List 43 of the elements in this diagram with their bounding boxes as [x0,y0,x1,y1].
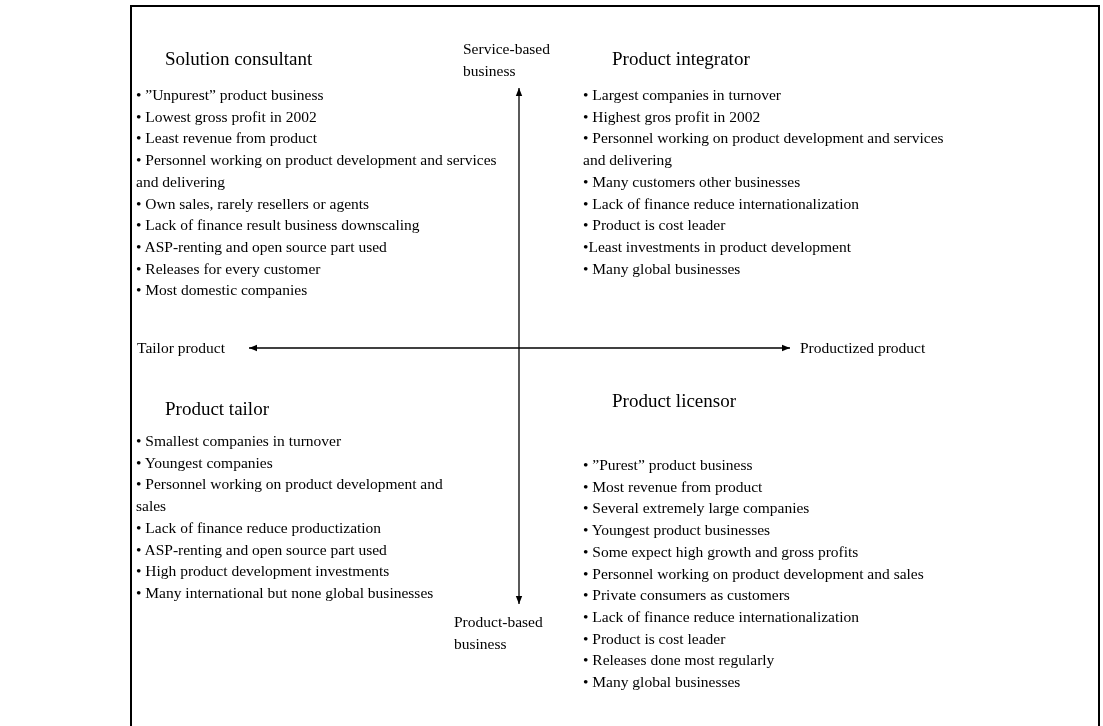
bullet-point: • ASP-renting and open source part used [136,539,388,560]
bullet-point: • Private consumers as customers [583,585,791,606]
bullet-point: • Largest companies in turnover [583,85,782,105]
bullet-point: • ”Unpurest” product business [136,85,325,105]
axis-label: Tailor product [137,338,226,358]
axis-label: Service-based business [463,39,551,81]
bullet-point: • Most revenue from product [583,476,764,497]
bullet-point: • Own sales, rarely resellers or agents [136,193,371,214]
bullet-point: • Most domestic companies [136,280,309,301]
bullet-point: • Many international but none global businesses [136,582,435,603]
bullet-point: • Product is cost leader [583,628,727,649]
bullet-point: • Personnel working on product development and sales [136,474,444,517]
axis-label: Productized product [800,338,927,358]
bullet-point: • Youngest companies [136,452,274,473]
bullet-point: • Many customers other businesses [583,171,802,192]
bullet-point: • Product is cost leader [583,215,727,236]
bullet-point: • Personnel working on product development and services and delivering [583,128,945,171]
bullet-point: • Youngest product businesses [583,520,772,541]
bullet-point: • Lowest gross profit in 2002 [136,106,318,127]
bullet-point: • Many global businesses [583,672,742,693]
quadrant-title: Product integrator [612,47,751,71]
bullet-point: • Lack of finance reduce internationalization [583,193,861,214]
bullet-point: • Lack of finance result business downscaling [136,215,421,236]
bullet-point: •Least investments in product development [583,236,852,257]
bullet-point: • ASP-renting and open source part used [136,236,388,257]
bullet-point: • Releases done most regularly [583,650,776,671]
bullet-point: • ”Purest” product business [583,455,754,475]
bullet-point: • High product development investments [136,561,391,582]
bullet-point: • Highest gros profit in 2002 [583,106,762,127]
quadrant-title: Product tailor [165,397,270,421]
bullet-point: • Personnel working on product development and services and delivering [136,150,498,192]
quadrant-title: Product licensor [612,389,737,413]
bullet-point: • Several extremely large companies [583,498,811,519]
bullet-point: • Least revenue from product [136,128,319,149]
bullet-point: • Lack of finance reduce internationalization [583,606,861,627]
bullet-point: • Smallest companies in turnover [136,431,343,451]
bullet-point: • Some expect high growth and gross profits [583,541,860,562]
quadrant-title: Solution consultant [165,47,314,71]
bullet-point: • Personnel working on product development and sales [583,563,925,584]
bullet-point: • Lack of finance reduce productization [136,517,383,538]
bullet-point: • Many global businesses [583,258,742,279]
axis-label: Product-based business [454,612,544,654]
bullet-point: • Releases for every customer [136,258,322,279]
